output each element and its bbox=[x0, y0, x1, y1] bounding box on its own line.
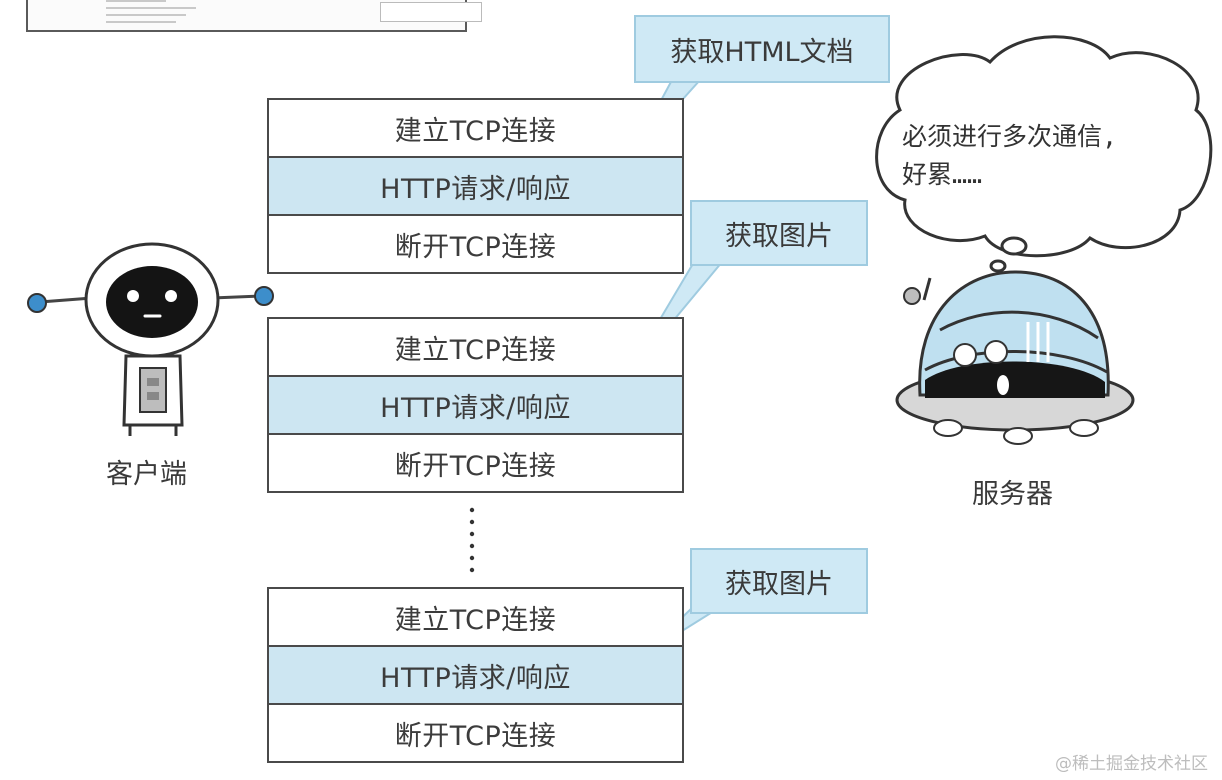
disconnect-tcp-row: 断开TCP连接 bbox=[269, 214, 682, 272]
thought-line-2: 好累…… bbox=[902, 160, 983, 189]
vertical-ellipsis bbox=[469, 507, 475, 573]
watermark: @稀土掘金技术社区 bbox=[1055, 754, 1208, 774]
connection-stack-2: 建立TCP连接 HTTP请求/响应 断开TCP连接 bbox=[267, 317, 684, 493]
http-request-row: HTTP请求/响应 bbox=[269, 375, 682, 433]
disconnect-tcp-row: 断开TCP连接 bbox=[269, 703, 682, 761]
server-thought-text: 必须进行多次通信, 好累…… bbox=[902, 118, 1182, 194]
client-label: 客户端 bbox=[106, 459, 187, 490]
callout-get-html: 获取HTML文档 bbox=[634, 15, 890, 83]
document-fragment bbox=[26, 0, 482, 32]
server-robot-illustration bbox=[895, 270, 1135, 445]
http-request-row: HTTP请求/响应 bbox=[269, 156, 682, 214]
document-fragment-box bbox=[380, 2, 482, 22]
client-robot-illustration bbox=[27, 242, 274, 436]
callout-get-image-2: 获取图片 bbox=[690, 548, 868, 614]
callout-get-image-1: 获取图片 bbox=[690, 200, 868, 266]
http-request-row: HTTP请求/响应 bbox=[269, 645, 682, 703]
establish-tcp-row: 建立TCP连接 bbox=[394, 115, 557, 147]
connection-stack-1: 建立TCP连接 HTTP请求/响应 断开TCP连接 bbox=[267, 98, 684, 274]
disconnect-tcp-row: 断开TCP连接 bbox=[269, 433, 682, 491]
server-label: 服务器 bbox=[972, 479, 1053, 510]
connection-stack-3: 建立TCP连接 HTTP请求/响应 断开TCP连接 bbox=[267, 587, 684, 763]
thought-line-1: 必须进行多次通信, bbox=[902, 122, 1118, 151]
thought-bubble-shape bbox=[875, 35, 1213, 273]
establish-tcp-row: 建立TCP连接 bbox=[394, 334, 557, 366]
establish-tcp-row: 建立TCP连接 bbox=[394, 604, 557, 636]
